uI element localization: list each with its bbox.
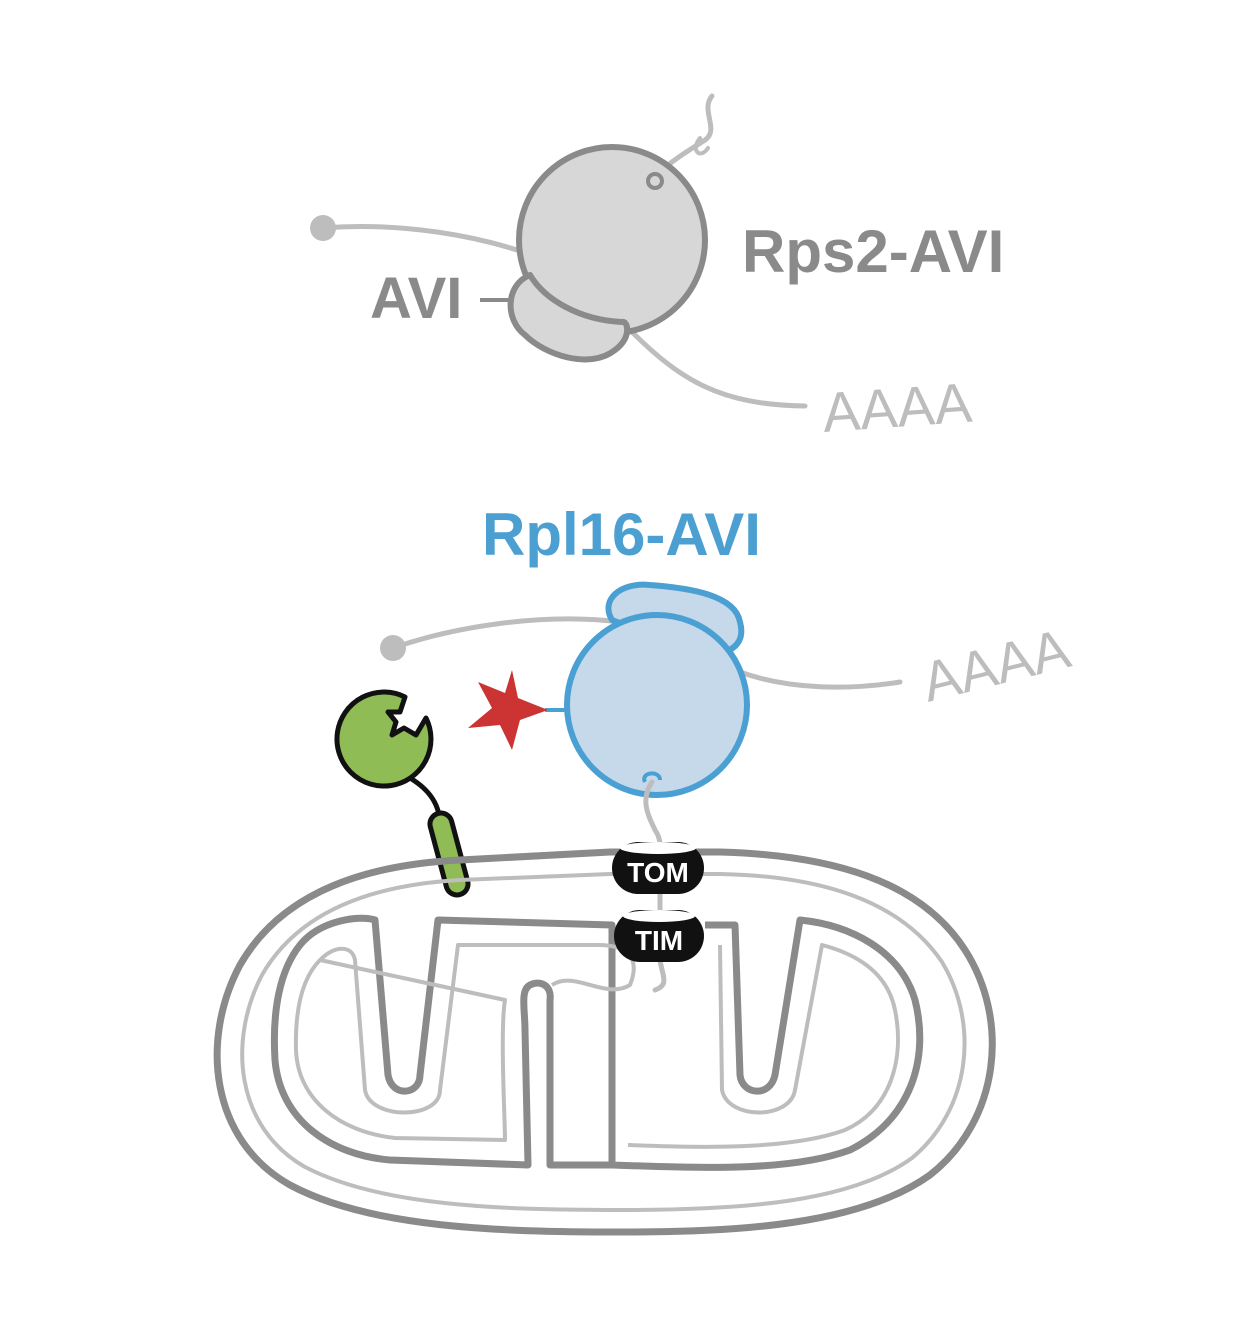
top-small-subunit (507, 272, 631, 363)
ligase-anchor (427, 810, 471, 898)
tim-top-rim (623, 910, 695, 922)
tom-top-rim (620, 842, 696, 854)
top-ribosome-group: AVI Rps2-AVI AAAA (310, 93, 1004, 444)
biotin-ligase-group (334, 689, 471, 898)
ligase-body (334, 689, 434, 789)
tom-body (612, 842, 704, 894)
top-mrna-3prime (627, 327, 808, 409)
tom-complex: TOM (612, 842, 704, 894)
bottom-ribosome-name: Rpl16-AVI (482, 501, 761, 568)
tim-body (614, 910, 704, 962)
mitochondrion-group: TOM TIM (213, 842, 996, 1236)
tim-label: TIM (635, 925, 683, 956)
top-nascent-loop (693, 136, 710, 156)
biotin-star-icon (468, 670, 548, 750)
top-avi-label: AVI (370, 266, 462, 331)
tim-complex: TIM (614, 910, 704, 962)
bottom-exit-site (642, 771, 662, 783)
bottom-ribosome-group: Rpl16-AVI AAAA (380, 501, 1077, 858)
outer-membrane-inner (240, 872, 967, 1213)
inner-membrane-outer (270, 914, 924, 1171)
top-mrna-5prime (320, 224, 543, 261)
bottom-mrna-5prime (390, 616, 623, 651)
top-ribosome-name: Rps2-AVI (742, 218, 1004, 285)
top-polya-label: AAAA (820, 371, 974, 444)
inner-membrane-inner (293, 943, 900, 1149)
bottom-mrna-3prime (737, 669, 903, 690)
bottom-polya-label: AAAA (916, 616, 1077, 713)
outer-membrane-outer (213, 848, 996, 1236)
imported-chain (652, 892, 667, 993)
bottom-large-subunit (564, 612, 750, 798)
tom-label: TOM (627, 857, 689, 888)
top-exit-site (646, 172, 664, 190)
